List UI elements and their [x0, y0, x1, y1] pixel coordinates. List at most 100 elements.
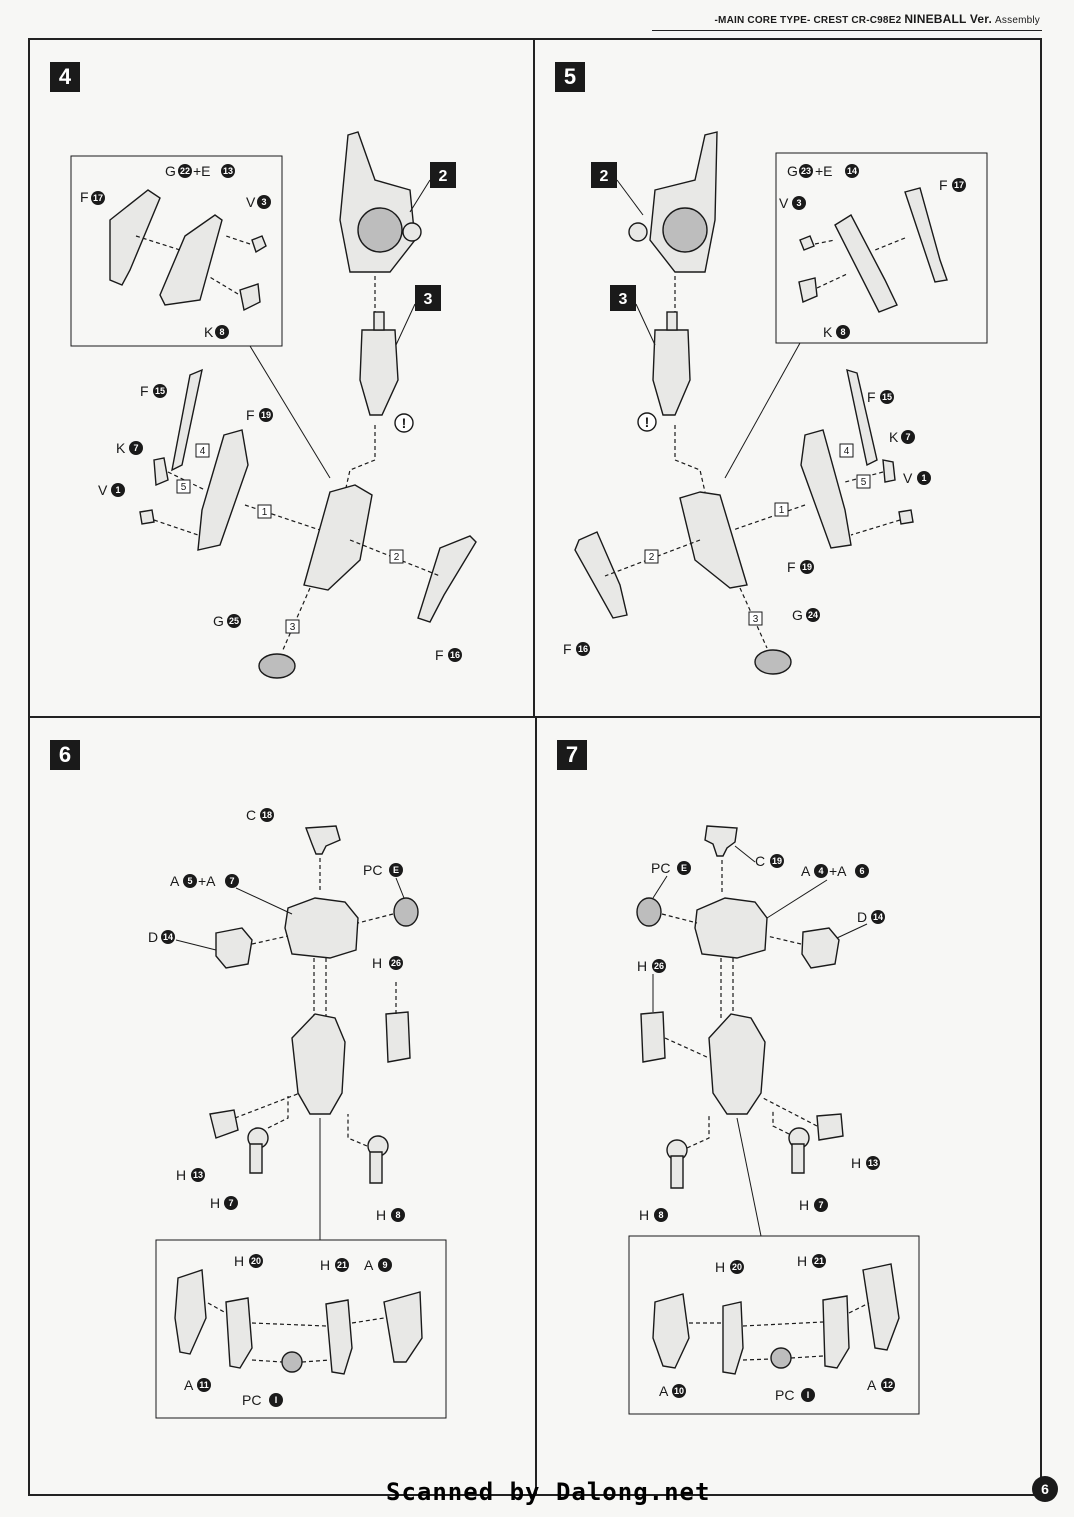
label-pc: PC — [775, 1387, 794, 1403]
label-k: K — [889, 429, 899, 445]
part-h26 — [640, 1011, 666, 1063]
step-5-inset-leader — [724, 342, 801, 479]
label-pc: PC — [363, 862, 382, 878]
page-number: 6 — [1032, 1476, 1058, 1502]
leader — [836, 923, 868, 939]
label-h: H — [234, 1253, 244, 1269]
num-badge — [814, 864, 828, 878]
part-head-eye — [662, 207, 708, 253]
num-badge — [215, 325, 229, 339]
dash-line — [874, 237, 906, 251]
label-v: V — [903, 470, 913, 486]
caution-mark: ! — [645, 414, 650, 430]
num-badge — [799, 164, 813, 178]
num-19: 19 — [772, 856, 782, 866]
part-k7 — [882, 459, 896, 483]
num-badge — [812, 1254, 826, 1268]
callout-leader — [635, 303, 656, 346]
num-3: 3 — [261, 197, 266, 207]
label-f: F — [867, 389, 876, 405]
num-badge — [389, 863, 403, 877]
dash-line — [816, 273, 848, 289]
substep-3-text: 3 — [290, 622, 296, 633]
num-26: 26 — [391, 958, 401, 968]
step-7-inset — [628, 1235, 920, 1415]
part-pc-e — [393, 897, 419, 927]
num-badge — [917, 471, 931, 485]
step-7-badge: 7 — [557, 740, 587, 770]
leader — [175, 939, 217, 951]
part-h20 — [225, 1297, 253, 1369]
header-name: NINEBALL Ver. — [904, 12, 993, 26]
part-pc-i — [281, 1351, 303, 1373]
num-badge — [770, 854, 784, 868]
num-badge — [111, 483, 125, 497]
part-chest-upper — [284, 897, 359, 959]
callout-2: 2 — [600, 168, 609, 185]
part-f15 — [171, 368, 203, 472]
step-6-panel: 6 — [30, 718, 537, 1494]
label-h: H — [176, 1167, 186, 1183]
num-i: I — [275, 1395, 278, 1405]
inset-leader — [736, 1117, 762, 1237]
part-h21 — [325, 1299, 353, 1375]
num-badge — [952, 178, 966, 192]
step-4-inset-leader — [249, 345, 331, 479]
substep-2-text: 2 — [649, 552, 655, 563]
num-18: 18 — [262, 810, 272, 820]
num-7: 7 — [905, 432, 910, 442]
part-g25 — [258, 653, 296, 679]
label-f: F — [787, 559, 796, 575]
num-12: 12 — [883, 1380, 893, 1390]
num-badge — [855, 864, 869, 878]
label-d: D — [857, 909, 867, 925]
num-13: 13 — [193, 1170, 203, 1180]
num-badge — [260, 808, 274, 822]
part-a9 — [383, 1291, 423, 1363]
num-badge — [183, 874, 197, 888]
part-f19 — [800, 429, 852, 549]
dash-line — [762, 1097, 818, 1127]
dash-line — [850, 519, 901, 536]
label-f: F — [435, 647, 444, 663]
caution-icon — [637, 412, 657, 432]
num-15: 15 — [155, 386, 165, 396]
callout-leader — [395, 303, 416, 346]
num-1: 1 — [115, 485, 120, 495]
dash-line — [349, 539, 441, 577]
num-badge — [257, 195, 271, 209]
substep-2-text: 2 — [394, 552, 400, 563]
num-badge — [871, 910, 885, 924]
substep-4-text: 4 — [200, 446, 206, 457]
part-core-body — [679, 491, 748, 589]
step-5-diagram: G 23 +E 14 F 17 V 3 K 8 2 3 ! — [563, 131, 988, 675]
num-5: 5 — [187, 876, 192, 886]
dash-line — [135, 235, 181, 251]
dash-line — [207, 275, 239, 295]
label-a: A — [170, 873, 180, 889]
num-15: 15 — [882, 392, 892, 402]
num-14: 14 — [847, 166, 857, 176]
num-9: 9 — [382, 1260, 387, 1270]
part-h8-stem — [369, 1151, 383, 1184]
dash-line — [357, 913, 394, 924]
num-badge — [249, 1254, 263, 1268]
part-k8-inset — [239, 283, 261, 312]
num-8: 8 — [658, 1210, 663, 1220]
dash-line — [814, 239, 836, 245]
label-h: H — [372, 955, 382, 971]
part-chest-upper — [694, 897, 768, 959]
num-7: 7 — [818, 1200, 823, 1210]
num-badge — [389, 956, 403, 970]
callout-3-badge — [610, 285, 636, 311]
num-badge — [224, 1196, 238, 1210]
num-25: 25 — [229, 616, 239, 626]
num-21: 21 — [337, 1260, 347, 1270]
dash-line — [234, 1092, 301, 1119]
dash-line — [251, 1359, 283, 1363]
label-e: +E — [815, 163, 833, 179]
label-g: G — [165, 163, 176, 179]
part-f17-inset — [109, 189, 161, 286]
substep-1-text: 1 — [779, 505, 785, 516]
num-badge — [225, 874, 239, 888]
